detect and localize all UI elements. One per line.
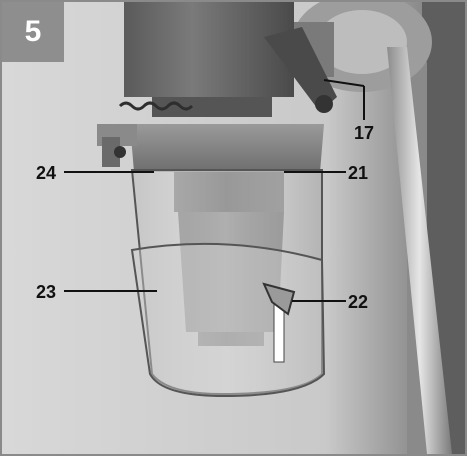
- figure-number-badge: 5: [2, 2, 64, 62]
- callout-label-24: 24: [36, 163, 57, 183]
- callout-label-23: 23: [36, 282, 57, 302]
- callout-label-21: 21: [348, 163, 369, 183]
- callout-label-17: 17: [354, 123, 375, 143]
- callout-label-22: 22: [348, 292, 369, 312]
- leader-line-17: [323, 79, 365, 87]
